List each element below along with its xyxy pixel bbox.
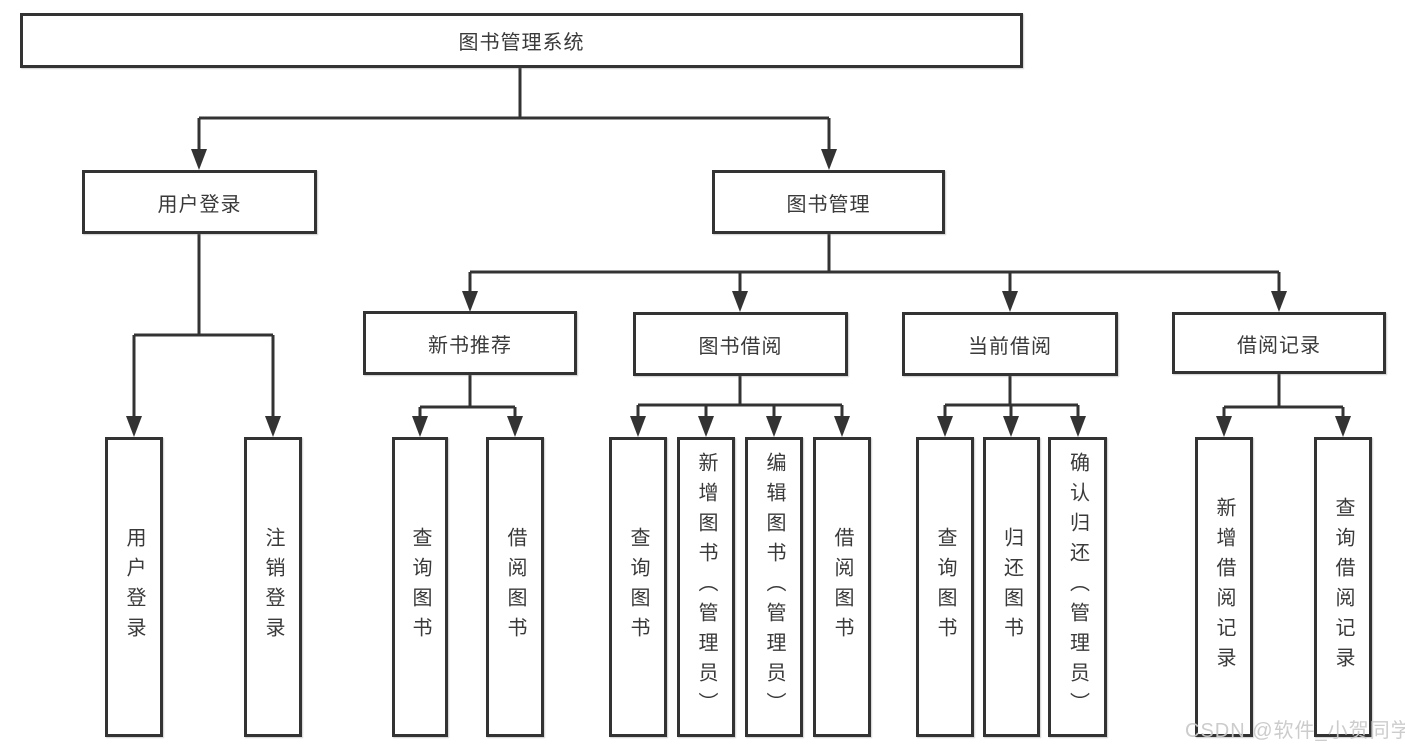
arrowhead <box>834 416 850 437</box>
node-return-books: 归还图书 <box>983 437 1040 737</box>
connector-user-login-children <box>132 234 275 420</box>
node-label: 归还图书 <box>1000 527 1023 647</box>
arrowhead <box>507 416 523 437</box>
node-label: 图书管理系统 <box>458 32 585 54</box>
node-label: 新增图书（管理员） <box>695 452 717 722</box>
node-confirm-return-admin: 确认归还（管理员） <box>1048 437 1107 737</box>
arrowhead <box>1002 291 1018 312</box>
arrowhead <box>126 416 142 437</box>
node-book-management: 图书管理 <box>712 170 945 234</box>
arrowhead <box>630 416 646 437</box>
node-label: 新增借阅记录 <box>1213 497 1235 677</box>
arrowhead <box>1335 416 1351 437</box>
connector-root-to-level2 <box>197 66 831 152</box>
node-label: 查询图书 <box>409 527 431 647</box>
node-new-book-recommend: 新书推荐 <box>363 311 577 375</box>
arrowhead <box>937 416 953 437</box>
node-logout: 注销登录 <box>244 437 302 737</box>
connector-recommend-children <box>418 375 517 420</box>
arrowhead <box>821 149 837 170</box>
node-label: 图书管理 <box>786 193 871 216</box>
connector-current-children <box>943 376 1080 420</box>
arrowhead <box>1271 291 1287 312</box>
node-borrow-records: 借阅记录 <box>1172 312 1386 374</box>
node-query-books-borrow: 查询图书 <box>609 437 667 737</box>
node-borrow-books-recommend: 借阅图书 <box>486 437 544 737</box>
node-add-borrow-record: 新增借阅记录 <box>1195 437 1253 737</box>
arrowhead <box>698 416 714 437</box>
arrowhead <box>462 291 478 312</box>
arrowhead <box>412 416 428 437</box>
connector-book-mgmt-children <box>468 234 1281 295</box>
arrowhead <box>1216 416 1232 437</box>
node-book-borrow: 图书借阅 <box>633 312 848 376</box>
node-query-books-current: 查询图书 <box>916 437 974 737</box>
node-query-books-recommend: 查询图书 <box>392 437 448 737</box>
node-label: 借阅图书 <box>831 527 853 647</box>
node-query-borrow-record: 查询借阅记录 <box>1314 437 1372 737</box>
node-user-login: 用户登录 <box>82 170 317 234</box>
node-label: 注销登录 <box>262 527 284 647</box>
node-label: 借阅记录 <box>1237 334 1321 357</box>
arrowhead <box>766 416 782 437</box>
node-label: 查询图书 <box>627 527 649 647</box>
node-label: 图书借阅 <box>698 335 783 358</box>
node-label: 查询借阅记录 <box>1332 497 1354 677</box>
node-label: 新书推荐 <box>428 334 512 357</box>
node-login: 用户登录 <box>105 437 163 737</box>
node-label: 借阅图书 <box>504 527 526 647</box>
arrowhead <box>1070 416 1086 437</box>
arrowhead <box>191 149 207 170</box>
node-label: 编辑图书（管理员） <box>763 452 785 722</box>
node-label: 用户登录 <box>157 193 242 216</box>
node-current-borrow: 当前借阅 <box>902 312 1118 376</box>
connector-borrow-children <box>636 376 844 420</box>
node-add-book-admin: 新增图书（管理员） <box>677 437 735 737</box>
arrowhead <box>1003 416 1019 437</box>
arrowhead <box>265 416 281 437</box>
node-label: 确认归还（管理员） <box>1066 452 1089 722</box>
node-label: 用户登录 <box>123 527 145 647</box>
node-label: 当前借阅 <box>968 335 1052 358</box>
connector-records-children <box>1222 374 1345 420</box>
csdn-watermark: CSDN @软件_小贺同学 <box>1185 720 1405 742</box>
node-borrow-books-borrow: 借阅图书 <box>813 437 871 737</box>
arrowhead <box>732 291 748 312</box>
node-library-management-system: 图书管理系统 <box>20 13 1023 68</box>
node-label: 查询图书 <box>934 527 956 647</box>
node-edit-book-admin: 编辑图书（管理员） <box>745 437 803 737</box>
